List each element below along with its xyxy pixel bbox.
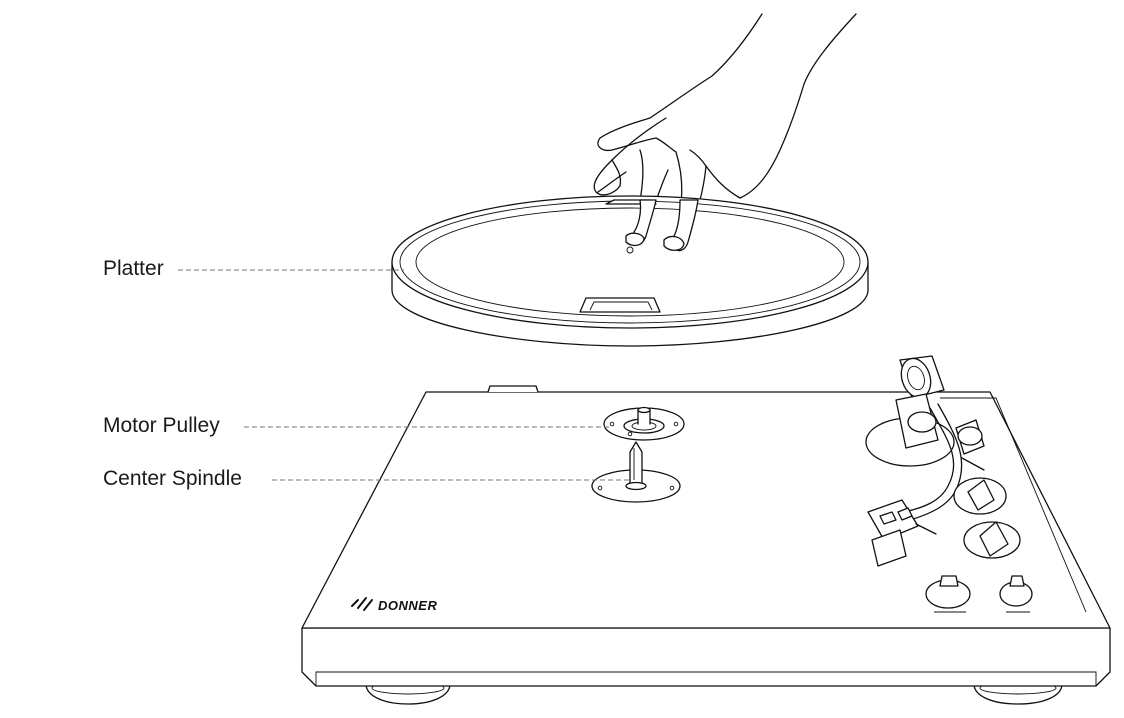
- center-spindle-illustration: [591, 441, 681, 503]
- motor-pulley-label: Motor Pulley: [103, 414, 220, 437]
- platter-label: Platter: [103, 257, 164, 280]
- donner-logo-mark: [351, 597, 373, 611]
- controls-illustration: [925, 477, 1033, 613]
- platter-illustration: [391, 195, 869, 347]
- center-spindle-label: Center Spindle: [103, 467, 242, 490]
- motor-pulley-illustration: [603, 406, 685, 441]
- tonearm-illustration: [865, 355, 985, 567]
- donner-logo-text: DONNER: [378, 598, 438, 613]
